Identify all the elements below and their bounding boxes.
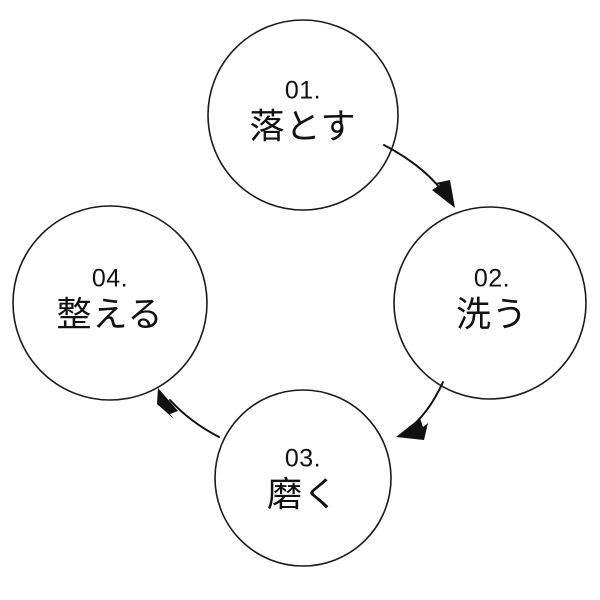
arrowhead-1-to-2: [432, 180, 455, 208]
arrow-3-to-4: [157, 388, 220, 438]
arrowhead-3-to-4: [157, 388, 178, 419]
arrow-2-to-3: [396, 381, 444, 440]
arrow-1-to-2: [383, 144, 455, 208]
arrowhead-2-to-3: [396, 418, 428, 440]
node-circle-4[interactable]: [12, 205, 208, 401]
node-circle-1[interactable]: [207, 19, 399, 211]
node-circle-3[interactable]: [214, 389, 392, 567]
node-circle-2[interactable]: [393, 206, 587, 400]
